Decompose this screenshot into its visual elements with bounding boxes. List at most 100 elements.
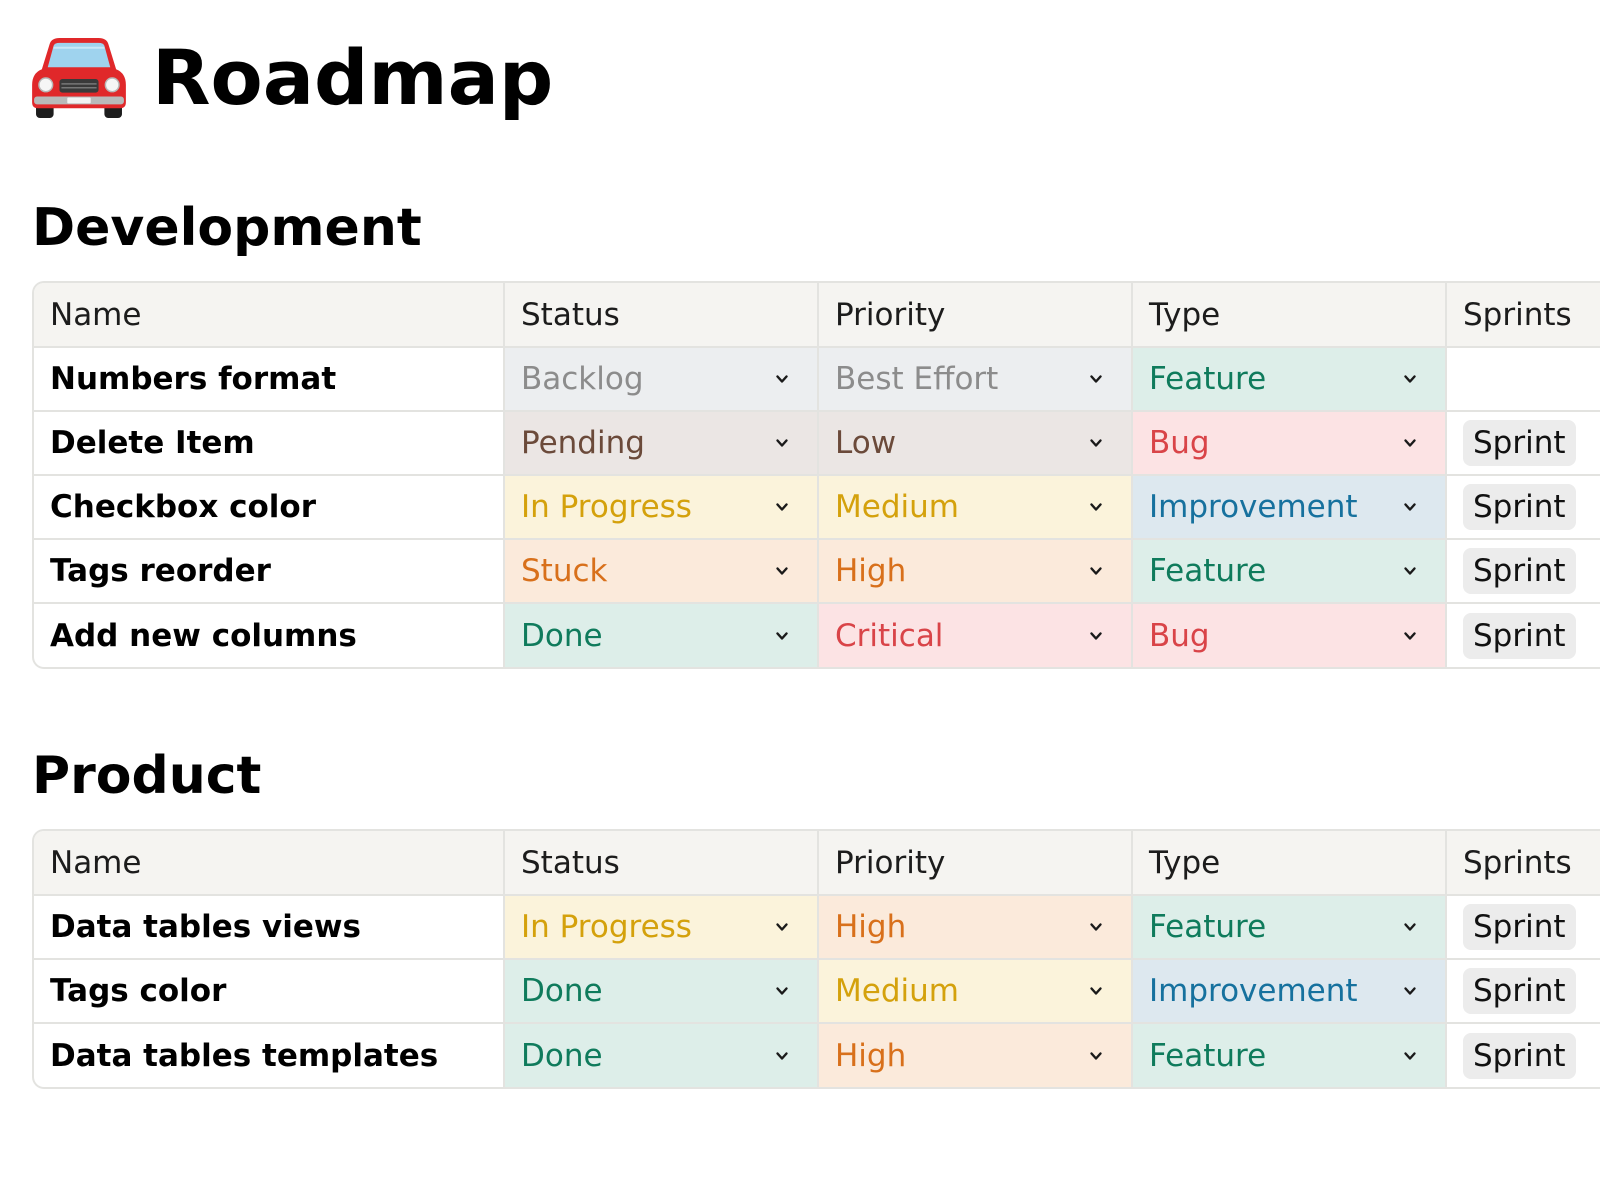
status-select-value: Done xyxy=(521,1037,603,1074)
chevron-down-icon xyxy=(776,631,788,640)
status-select[interactable]: Done xyxy=(504,1023,819,1087)
sprints-cell[interactable] xyxy=(1446,347,1600,412)
status-select[interactable]: Backlog xyxy=(504,347,819,412)
column-header-priority[interactable]: Priority xyxy=(818,831,1133,896)
priority-select[interactable]: High xyxy=(818,895,1133,960)
row-name-cell[interactable]: Data tables views xyxy=(34,895,505,960)
status-select-value: Pending xyxy=(521,425,645,461)
row-name-cell[interactable]: Tags reorder xyxy=(34,539,505,604)
sprint-tag[interactable]: Sprint xyxy=(1463,484,1576,530)
chevron-down-icon xyxy=(1090,375,1102,383)
column-header-priority[interactable]: Priority xyxy=(818,283,1133,348)
sprints-cell[interactable]: Sprint xyxy=(1446,539,1600,604)
chevron-down-icon xyxy=(1404,923,1416,931)
section-title-product: Product xyxy=(32,746,262,806)
type-select-value: Feature xyxy=(1149,553,1267,589)
chevron-down-icon xyxy=(1090,987,1102,995)
type-select-value: Improvement xyxy=(1149,489,1358,525)
status-select[interactable]: In Progress xyxy=(504,895,819,960)
type-select[interactable]: Feature xyxy=(1132,539,1447,604)
priority-select-value: Best Effort xyxy=(835,361,999,397)
chevron-down-icon xyxy=(776,567,788,575)
sprint-tag[interactable]: Sprint xyxy=(1463,548,1576,594)
type-select[interactable]: Feature xyxy=(1132,1023,1447,1087)
chevron-down-icon xyxy=(1404,631,1416,640)
row-name-cell[interactable]: Checkbox color xyxy=(34,475,505,540)
column-header-status[interactable]: Status xyxy=(504,283,819,348)
sprints-cell[interactable]: Sprint xyxy=(1446,475,1600,540)
type-select[interactable]: Feature xyxy=(1132,347,1447,412)
priority-select-value: Low xyxy=(835,425,897,461)
sprints-cell[interactable]: Sprint xyxy=(1446,1023,1600,1087)
column-header-status[interactable]: Status xyxy=(504,831,819,896)
column-header-name[interactable]: Name xyxy=(34,831,505,896)
status-select[interactable]: Pending xyxy=(504,411,819,476)
status-select-value: Done xyxy=(521,973,603,1009)
type-select-value: Improvement xyxy=(1149,973,1358,1009)
status-select-value: Done xyxy=(521,617,603,654)
priority-select[interactable]: Medium xyxy=(818,475,1133,540)
sprint-tag[interactable]: Sprint xyxy=(1463,420,1576,466)
sprint-tag[interactable]: Sprint xyxy=(1463,1032,1576,1079)
chevron-down-icon xyxy=(1090,631,1102,640)
column-header-type[interactable]: Type xyxy=(1132,831,1447,896)
priority-select[interactable]: High xyxy=(818,1023,1133,1087)
column-header-sprints[interactable]: Sprints xyxy=(1446,831,1600,896)
type-select[interactable]: Improvement xyxy=(1132,475,1447,540)
chevron-down-icon xyxy=(1404,1051,1416,1060)
priority-select[interactable]: Medium xyxy=(818,959,1133,1024)
status-select-value: In Progress xyxy=(521,909,692,945)
status-select[interactable]: Done xyxy=(504,959,819,1024)
sprints-cell[interactable]: Sprint xyxy=(1446,411,1600,476)
chevron-down-icon xyxy=(1090,439,1102,447)
chevron-down-icon xyxy=(776,439,788,447)
priority-select[interactable]: Low xyxy=(818,411,1133,476)
type-select[interactable]: Bug xyxy=(1132,603,1447,667)
type-select[interactable]: Improvement xyxy=(1132,959,1447,1024)
type-select[interactable]: Bug xyxy=(1132,411,1447,476)
sprint-tag[interactable]: Sprint xyxy=(1463,612,1576,659)
column-header-sprints[interactable]: Sprints xyxy=(1446,283,1600,348)
sprint-tag[interactable]: Sprint xyxy=(1463,904,1576,950)
chevron-down-icon xyxy=(1404,987,1416,995)
priority-select[interactable]: Best Effort xyxy=(818,347,1133,412)
type-select[interactable]: Feature xyxy=(1132,895,1447,960)
sprints-cell[interactable]: Sprint xyxy=(1446,603,1600,667)
table-row[interactable]: Tags color Done Medium Improvement Sprint xyxy=(34,959,1600,1024)
priority-select[interactable]: High xyxy=(818,539,1133,604)
chevron-down-icon xyxy=(776,503,788,511)
development-table: Name Status Priority Type Sprints Number… xyxy=(32,281,1600,669)
sprints-cell[interactable]: Sprint xyxy=(1446,895,1600,960)
priority-select[interactable]: Critical xyxy=(818,603,1133,667)
status-select[interactable]: Stuck xyxy=(504,539,819,604)
row-name-cell[interactable]: Delete Item xyxy=(34,411,505,476)
row-name-cell[interactable]: Tags color xyxy=(34,959,505,1024)
row-name-cell[interactable]: Numbers format xyxy=(34,347,505,412)
type-select-value: Feature xyxy=(1149,361,1267,397)
column-header-type[interactable]: Type xyxy=(1132,283,1447,348)
priority-select-value: Medium xyxy=(835,973,959,1009)
row-name-cell[interactable]: Data tables templates xyxy=(34,1023,505,1087)
chevron-down-icon xyxy=(776,1051,788,1060)
table-row[interactable]: Delete Item Pending Low Bug Sprint xyxy=(34,411,1600,476)
chevron-down-icon xyxy=(1090,923,1102,931)
table-row[interactable]: Data tables views In Progress High Feature S… xyxy=(34,895,1600,960)
column-header-name[interactable]: Name xyxy=(34,283,505,348)
status-select[interactable]: In Progress xyxy=(504,475,819,540)
chevron-down-icon xyxy=(776,987,788,995)
chevron-down-icon xyxy=(1090,1051,1102,1060)
priority-select-value: High xyxy=(835,909,907,945)
row-name-cell[interactable]: Add new columns xyxy=(34,603,505,667)
chevron-down-icon xyxy=(1404,439,1416,447)
type-select-value: Feature xyxy=(1149,909,1267,945)
status-select[interactable]: Done xyxy=(504,603,819,667)
sprint-tag[interactable]: Sprint xyxy=(1463,968,1576,1014)
sprints-cell[interactable]: Sprint xyxy=(1446,959,1600,1024)
page-title: Roadmap xyxy=(30,28,553,128)
